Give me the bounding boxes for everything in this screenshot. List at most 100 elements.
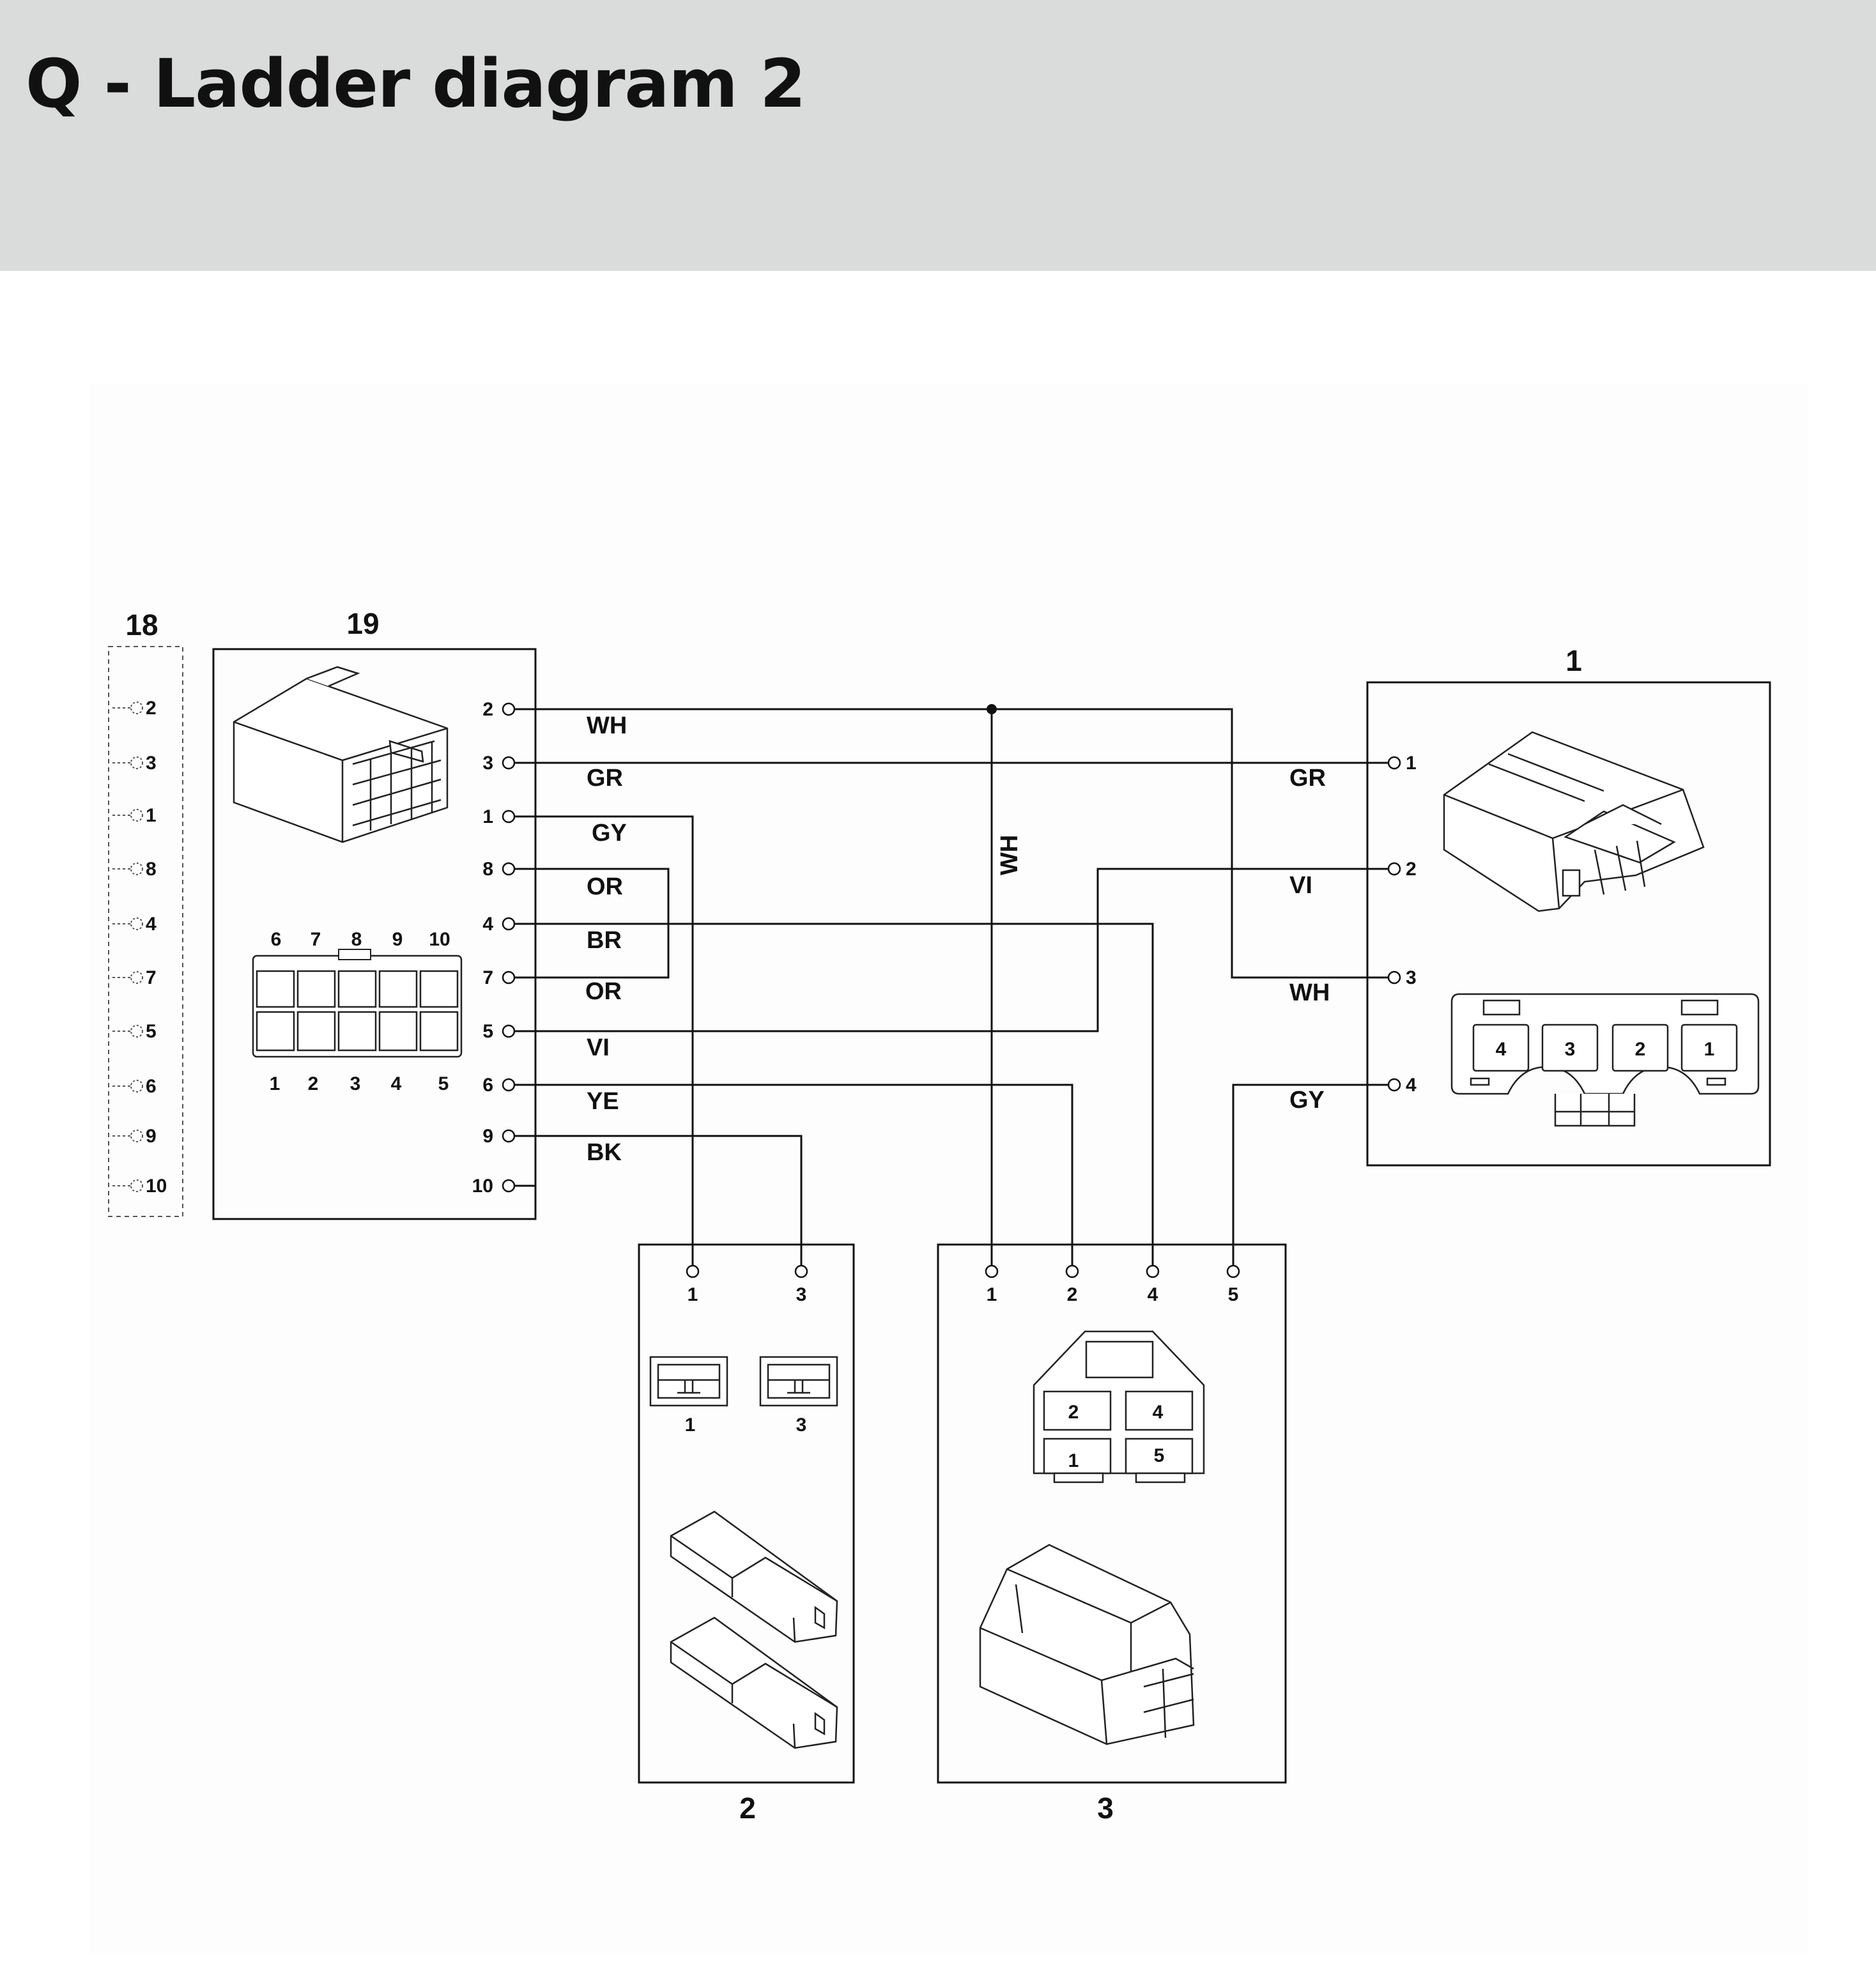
c2-terminal-label: 3 [796, 1414, 807, 1436]
c19-pin-terminal [502, 917, 516, 931]
c1-pin-label: 2 [1406, 859, 1417, 880]
c1-face-label: 1 [1704, 1039, 1715, 1060]
c18-pin-label: 6 [146, 1076, 157, 1097]
splice-wire-label: WH [996, 835, 1023, 875]
c19-pin-terminal [502, 809, 516, 824]
wire [514, 815, 694, 1266]
c19-pin-label: 10 [472, 1176, 493, 1197]
c19-pin-terminal [502, 702, 516, 716]
c3-pin-terminal [1226, 1264, 1240, 1278]
c18-pin-label: 8 [146, 859, 157, 880]
c19-face-cell-bottom [256, 1011, 295, 1052]
c18-pin-label: 3 [146, 753, 157, 774]
component-3-outline [937, 1243, 1287, 1784]
c18-pin-terminal [130, 917, 143, 930]
component-1-outline [1366, 681, 1771, 1167]
c19-face-bottom-label: 3 [350, 1073, 361, 1094]
c19-pin-terminal [502, 862, 516, 876]
component-3-label: 3 [1097, 1791, 1114, 1825]
component-1-label: 1 [1565, 644, 1582, 677]
c19-pin-label: 4 [482, 914, 493, 935]
wire [514, 708, 1388, 979]
c19-face-top-label: 8 [351, 929, 362, 950]
c19-pin-terminal [502, 1078, 516, 1092]
c1-face-label: 3 [1565, 1039, 1576, 1060]
c2-terminal-label: 1 [685, 1414, 696, 1436]
connector-3-isometric [979, 1544, 1195, 1745]
component-19-label: 19 [346, 607, 379, 640]
wire [514, 1084, 1073, 1266]
c18-pin-terminal [130, 1179, 143, 1192]
c18-pin-terminal [130, 1130, 143, 1142]
c3-pin-terminal [1146, 1264, 1160, 1278]
c18-pin-terminal [130, 971, 143, 984]
wire-color-label: GY [592, 820, 627, 847]
c19-pin-label: 2 [482, 699, 493, 720]
c19-face-cell-top [419, 970, 459, 1008]
c19-face-bottom-label: 4 [391, 1073, 402, 1094]
wire-color-label: BK [587, 1139, 622, 1166]
c1-face-label: 2 [1635, 1039, 1646, 1060]
c18-pin-terminal [130, 862, 143, 875]
c19-face-cell-top [296, 970, 336, 1008]
c19-face-bottom-label: 5 [438, 1073, 449, 1094]
c19-pin-terminal [502, 1129, 516, 1143]
c3-pin-terminal [1065, 1264, 1079, 1278]
c1-face-label: 4 [1496, 1039, 1507, 1060]
c19-face-top-label: 9 [392, 929, 403, 950]
c19-face-top-label: 7 [311, 929, 321, 950]
c1-pin-terminal [1387, 756, 1401, 770]
c19-pin-label: 5 [482, 1021, 493, 1042]
c1-pin-label: 3 [1406, 967, 1417, 988]
c1-pin-terminal [1387, 862, 1401, 876]
connector-1-isometric [1443, 731, 1705, 912]
page-title: Q - Ladder diagram 2 [26, 45, 806, 123]
c18-pin-label: 4 [146, 914, 157, 935]
c3-face-label: 1 [1068, 1450, 1079, 1471]
component-18-outline [108, 646, 183, 1217]
c3-pin-label: 5 [1228, 1284, 1239, 1305]
component-18-label: 18 [125, 608, 158, 641]
c18-pin-terminal [130, 756, 143, 769]
c2-pin-terminal [794, 1264, 808, 1278]
c18-pin-label: 7 [146, 967, 157, 988]
wire-color-label-right: VI [1289, 872, 1312, 899]
component-1: 1 4 3 2 1 1 2 3 4 [1366, 644, 1771, 1167]
c19-face-cell-top [378, 970, 418, 1008]
connector-3-face [1033, 1330, 1205, 1483]
c19-face-cell-bottom [378, 1011, 418, 1052]
c19-pin-terminal [502, 756, 516, 770]
c18-pin-terminal [130, 1025, 143, 1038]
c18-pin-terminal [130, 809, 143, 822]
wire-color-label: BR [587, 927, 622, 954]
terminal-2-isometric [670, 1510, 838, 1749]
c19-face-top-label: 6 [271, 929, 282, 950]
c18-pin-label: 1 [146, 805, 157, 826]
wire-color-label: WH [587, 712, 627, 739]
c2-pin-terminal [686, 1264, 700, 1278]
c19-face-cell-top [256, 970, 295, 1008]
c19-pin-terminal [502, 1024, 516, 1038]
c19-face-cell-bottom [419, 1011, 459, 1052]
component-2-label: 2 [739, 1791, 756, 1825]
c18-pin-label: 9 [146, 1126, 157, 1147]
wire-color-label-right: WH [1289, 979, 1330, 1006]
c19-face-bottom-label: 2 [308, 1073, 319, 1094]
c1-pin-label: 4 [1406, 1075, 1417, 1096]
c1-pin-terminal [1387, 970, 1401, 985]
wire [514, 868, 1388, 1032]
c3-pin-label: 1 [987, 1284, 997, 1305]
splice-dot [987, 704, 997, 714]
c19-pin-label: 8 [482, 859, 493, 880]
c19-face-top-label: 10 [429, 929, 450, 950]
connector-1-face [1450, 993, 1760, 1127]
c3-pin-label: 4 [1148, 1284, 1158, 1305]
wire [514, 1135, 803, 1266]
c2-pin-label: 3 [796, 1284, 807, 1305]
connector-19-face [252, 949, 463, 1058]
c19-pin-label: 9 [482, 1126, 493, 1147]
c1-pin-label: 1 [1406, 753, 1417, 774]
connector-19-isometric [233, 666, 449, 843]
